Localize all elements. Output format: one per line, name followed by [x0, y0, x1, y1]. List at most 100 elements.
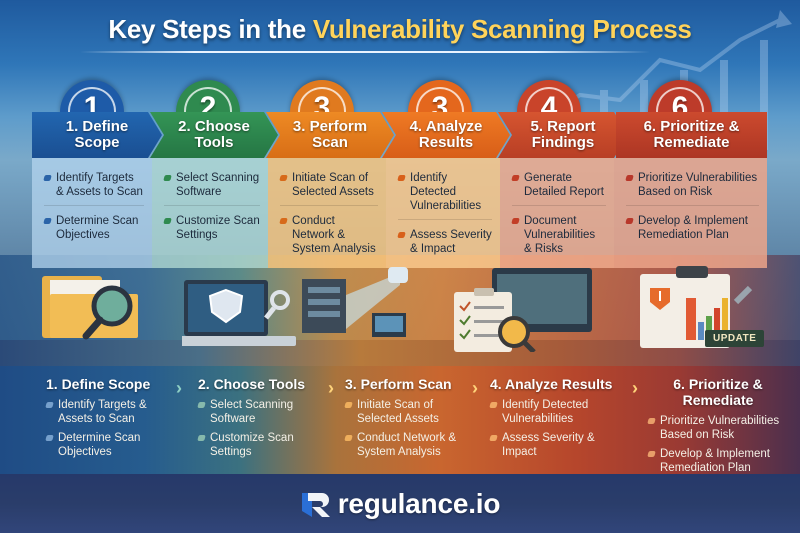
list-item: Prioritize Vulnerabilities Based on Risk	[625, 168, 759, 205]
brand-name: regulance.io	[337, 487, 501, 519]
header-line: 5. Report	[530, 118, 596, 135]
list-item: Determine Scan Objectives	[43, 205, 144, 248]
step-card-6: Prioritize Vulnerabilities Based on Risk…	[614, 158, 767, 268]
item-text: Initiate Scan of Selected Assets	[357, 399, 439, 425]
bullet-icon	[163, 218, 172, 224]
chevron-right-icon: ›	[632, 378, 638, 398]
list-item: Select Scanning Software	[163, 168, 260, 205]
summary-bar: 1. Define Scope Identify Targets & Asset…	[0, 366, 800, 474]
bullet-icon	[43, 218, 52, 224]
header-line: Scan	[312, 134, 348, 151]
item-text: Select Scanning Software	[176, 172, 260, 198]
step-header-6: 6. Prioritize &Remediate	[616, 112, 767, 158]
footer: regulance.io	[0, 474, 800, 533]
item-text: Develop & Implement Remediation Plan	[638, 215, 748, 241]
item-text: Customize Scan Settings	[210, 432, 294, 458]
title-prefix: Key Steps in the	[108, 14, 306, 44]
summary-col-3: 3. Perform Scan Initiate Scan of Selecte…	[344, 376, 475, 464]
header-line: Remediate	[653, 134, 730, 151]
bullet-icon	[279, 218, 288, 224]
list-item: Conduct Network & System Analysis	[279, 205, 378, 262]
step-card-3: Initiate Scan of Selected Assets Conduct…	[268, 158, 386, 268]
list-item: Identify Detected Vulnerabilities	[397, 168, 492, 219]
summary-title: 1. Define Scope	[46, 376, 151, 392]
header-line: 4. Analyze	[409, 118, 483, 135]
bullet-icon	[511, 175, 520, 181]
item-text: Assess Severity & Impact	[502, 432, 595, 458]
list-item: Document Vulnerabilities & Risks	[511, 205, 606, 262]
item-text: Identify Targets & Assets to Scan	[56, 172, 143, 198]
bullet-icon	[397, 175, 406, 181]
item-text: Assess Severity & Impact	[410, 229, 492, 255]
item-text: Conduct Network & System Analysis	[357, 432, 457, 458]
bullet-icon	[43, 175, 52, 181]
bullet-icon	[344, 435, 353, 441]
item-text: Generate Detailed Report	[524, 172, 604, 198]
list-item: Identify Targets & Assets to Scan	[43, 168, 144, 205]
summary-item: Customize Scan Settings	[197, 431, 328, 459]
title-highlight: Vulnerability Scanning Process	[312, 14, 692, 44]
chevron-right-icon: ›	[472, 378, 478, 398]
summary-item: Identify Targets & Assets to Scan	[45, 398, 176, 426]
item-text: Conduct Network & System Analysis	[292, 215, 376, 255]
summary-title: 4. Analyze Results	[490, 376, 613, 392]
item-text: Customize Scan Settings	[176, 215, 260, 241]
item-text: Prioritize Vulnerabilities Based on Risk	[660, 415, 780, 441]
chevron-right-icon: ›	[176, 378, 182, 398]
header-line: 3. Perform	[292, 118, 368, 135]
bullet-icon	[489, 402, 498, 408]
summary-item: Develop & Implement Remediation Plan	[647, 447, 788, 475]
header-line: 6. Prioritize &	[643, 118, 740, 135]
bullet-icon	[197, 402, 206, 408]
summary-item: Determine Scan Objectives	[45, 431, 176, 459]
summary-title: 6. Prioritize & Remediate	[673, 376, 763, 408]
summary-col-1: 1. Define Scope Identify Targets & Asset…	[45, 376, 176, 464]
regulance-logo-icon	[301, 492, 330, 517]
bullet-icon	[489, 435, 498, 441]
list-item: Customize Scan Settings	[163, 205, 260, 248]
summary-title: 2. Choose Tools	[198, 376, 306, 392]
list-item: Develop & Implement Remediation Plan	[625, 205, 759, 248]
bullet-icon	[197, 435, 206, 441]
bullet-icon	[625, 175, 634, 181]
header-line: Scope	[74, 134, 120, 151]
bullet-icon	[647, 418, 656, 424]
item-text: Select Scanning Software	[210, 399, 294, 425]
item-text: Initiate Scan of Selected Assets	[292, 172, 374, 198]
folder-magnifier-icon	[42, 276, 138, 340]
bullet-icon	[45, 435, 54, 441]
header-line: 1. Define	[65, 118, 129, 135]
bullet-icon	[397, 232, 406, 238]
summary-item: Initiate Scan of Selected Assets	[344, 398, 475, 426]
summary-col-4: 4. Analyze Results Identify Detected Vul…	[489, 376, 630, 464]
item-text: Identify Detected Vulnerabilities	[502, 399, 589, 425]
list-item: Generate Detailed Report	[511, 168, 606, 205]
item-text: Identify Targets & Assets to Scan	[58, 399, 147, 425]
item-text: Document Vulnerabilities & Risks	[524, 215, 596, 255]
list-item: Initiate Scan of Selected Assets	[279, 168, 378, 205]
bullet-icon	[344, 402, 353, 408]
step-card-1: Identify Targets & Assets to Scan Determ…	[32, 158, 152, 268]
item-text: Develop & Implement Remediation Plan	[660, 448, 770, 474]
step-card-2: Select Scanning Software Customize Scan …	[152, 158, 268, 268]
summary-item: Assess Severity & Impact	[489, 431, 630, 459]
bullet-icon	[625, 218, 634, 224]
summary-col-5: 6. Prioritize & Remediate Prioritize Vul…	[647, 376, 788, 480]
header-line: 2. Choose	[178, 118, 250, 135]
server-scanner-beam-icon	[302, 267, 408, 337]
step-card-5: Generate Detailed Report Document Vulner…	[500, 158, 614, 268]
bullet-icon	[163, 175, 172, 181]
header-line: Findings	[531, 134, 595, 151]
step-card-4: Identify Detected Vulnerabilities Assess…	[386, 158, 500, 268]
title-divider	[80, 51, 650, 53]
laptop-shield-wrench-icon	[182, 280, 296, 346]
item-text: Prioritize Vulnerabilities Based on Risk	[638, 172, 758, 198]
summary-title: 3. Perform Scan	[345, 376, 452, 392]
header-line: Tools	[194, 134, 234, 151]
